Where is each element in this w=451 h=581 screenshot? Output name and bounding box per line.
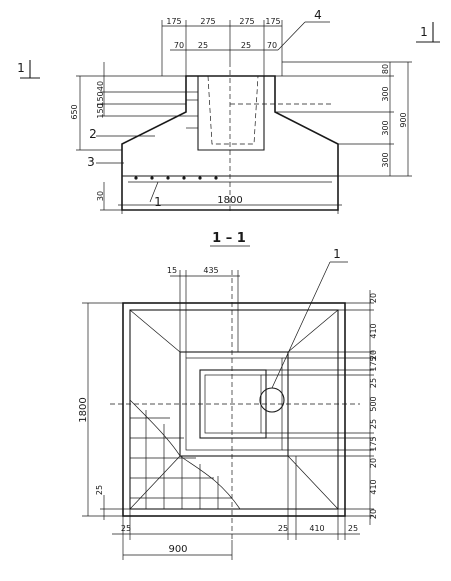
elev-left-dim-1: 40 — [96, 81, 105, 91]
plan-bottom-dim-2: 25 — [278, 524, 288, 533]
elev-left-overall: 650 — [70, 104, 79, 119]
plan-left-overall: 1800 — [78, 397, 89, 422]
plan-right-dim-2: 410 — [369, 323, 378, 338]
elev-right-dim-2: 300 — [381, 86, 390, 101]
elev-top-dim-4: 175 — [265, 17, 280, 26]
plan-top-dim-2: 435 — [203, 266, 218, 275]
elev-bottom-overall: 1800 — [217, 195, 242, 206]
svg-text:1: 1 — [420, 25, 428, 39]
elevation-view: 175 275 275 175 70 25 25 70 4 40 150 150… — [17, 8, 440, 214]
callout-1-plan: 1 — [333, 247, 341, 261]
elev-top-dim-2: 275 — [200, 17, 215, 26]
section-label: 1 – 1 — [212, 231, 246, 246]
plan-right-ticks — [261, 302, 374, 517]
plan-outline — [122, 302, 346, 517]
plan-top-dim-1: 15 — [167, 266, 177, 275]
section-mark-left: 1 — [17, 60, 40, 79]
elev-right-dim-1: 80 — [381, 64, 390, 74]
plan-right-dim-6: 500 — [369, 396, 378, 411]
plan-right-dim-9: 20 — [369, 458, 378, 468]
plan-bottom-overall: 900 — [168, 544, 187, 555]
socket-inner — [207, 75, 259, 145]
callout-4: 4 — [314, 8, 322, 22]
elev-right-dim-4: 300 — [381, 152, 390, 167]
plan-right-dim-5: 25 — [369, 378, 378, 388]
plan-right-dim-8: 175 — [369, 436, 378, 451]
callout-3: 3 — [87, 155, 95, 169]
plan-bottom-dim-3: 410 — [309, 524, 324, 533]
elev-top-dim-3: 275 — [239, 17, 254, 26]
elev-left-dim-2: 150 — [96, 91, 105, 106]
section-mark-right: 1 — [416, 22, 440, 43]
plan-right-dim-10: 410 — [369, 479, 378, 494]
rebar-grid — [130, 410, 232, 509]
plan-view: 1 15 435 1800 25 — [78, 247, 378, 560]
plan-right-dim-4: 175 — [369, 356, 378, 371]
elev-left-dim-3: 150 — [96, 103, 105, 118]
plan-left-small: 25 — [95, 485, 104, 495]
elev-inner-dim-2: 25 — [198, 41, 208, 50]
elev-right-dim-3: 300 — [381, 120, 390, 135]
elev-inner-dim-1: 70 — [174, 41, 184, 50]
elev-inner-dim-4: 70 — [267, 41, 277, 50]
elev-left-small: 30 — [96, 191, 105, 201]
elev-top-dim-1: 175 — [166, 17, 181, 26]
plan-detail-circle — [259, 387, 285, 413]
plan-right-dim-7: 25 — [369, 419, 378, 429]
callout-2: 2 — [89, 127, 97, 141]
callout-1-elevation: 1 — [154, 195, 162, 209]
plan-right-dim-1: 20 — [369, 293, 378, 303]
svg-text:1: 1 — [17, 61, 25, 75]
plan-right-dim-11: 20 — [369, 509, 378, 519]
elev-right-overall: 900 — [399, 112, 408, 127]
plan-right-dim-3: 20 — [369, 350, 378, 360]
elev-inner-dim-3: 25 — [241, 41, 251, 50]
rebar-dots — [134, 176, 218, 180]
socket — [197, 76, 265, 151]
plan-bottom-dim-4: 25 — [348, 524, 358, 533]
plan-bottom-dim-1: 25 — [121, 524, 131, 533]
